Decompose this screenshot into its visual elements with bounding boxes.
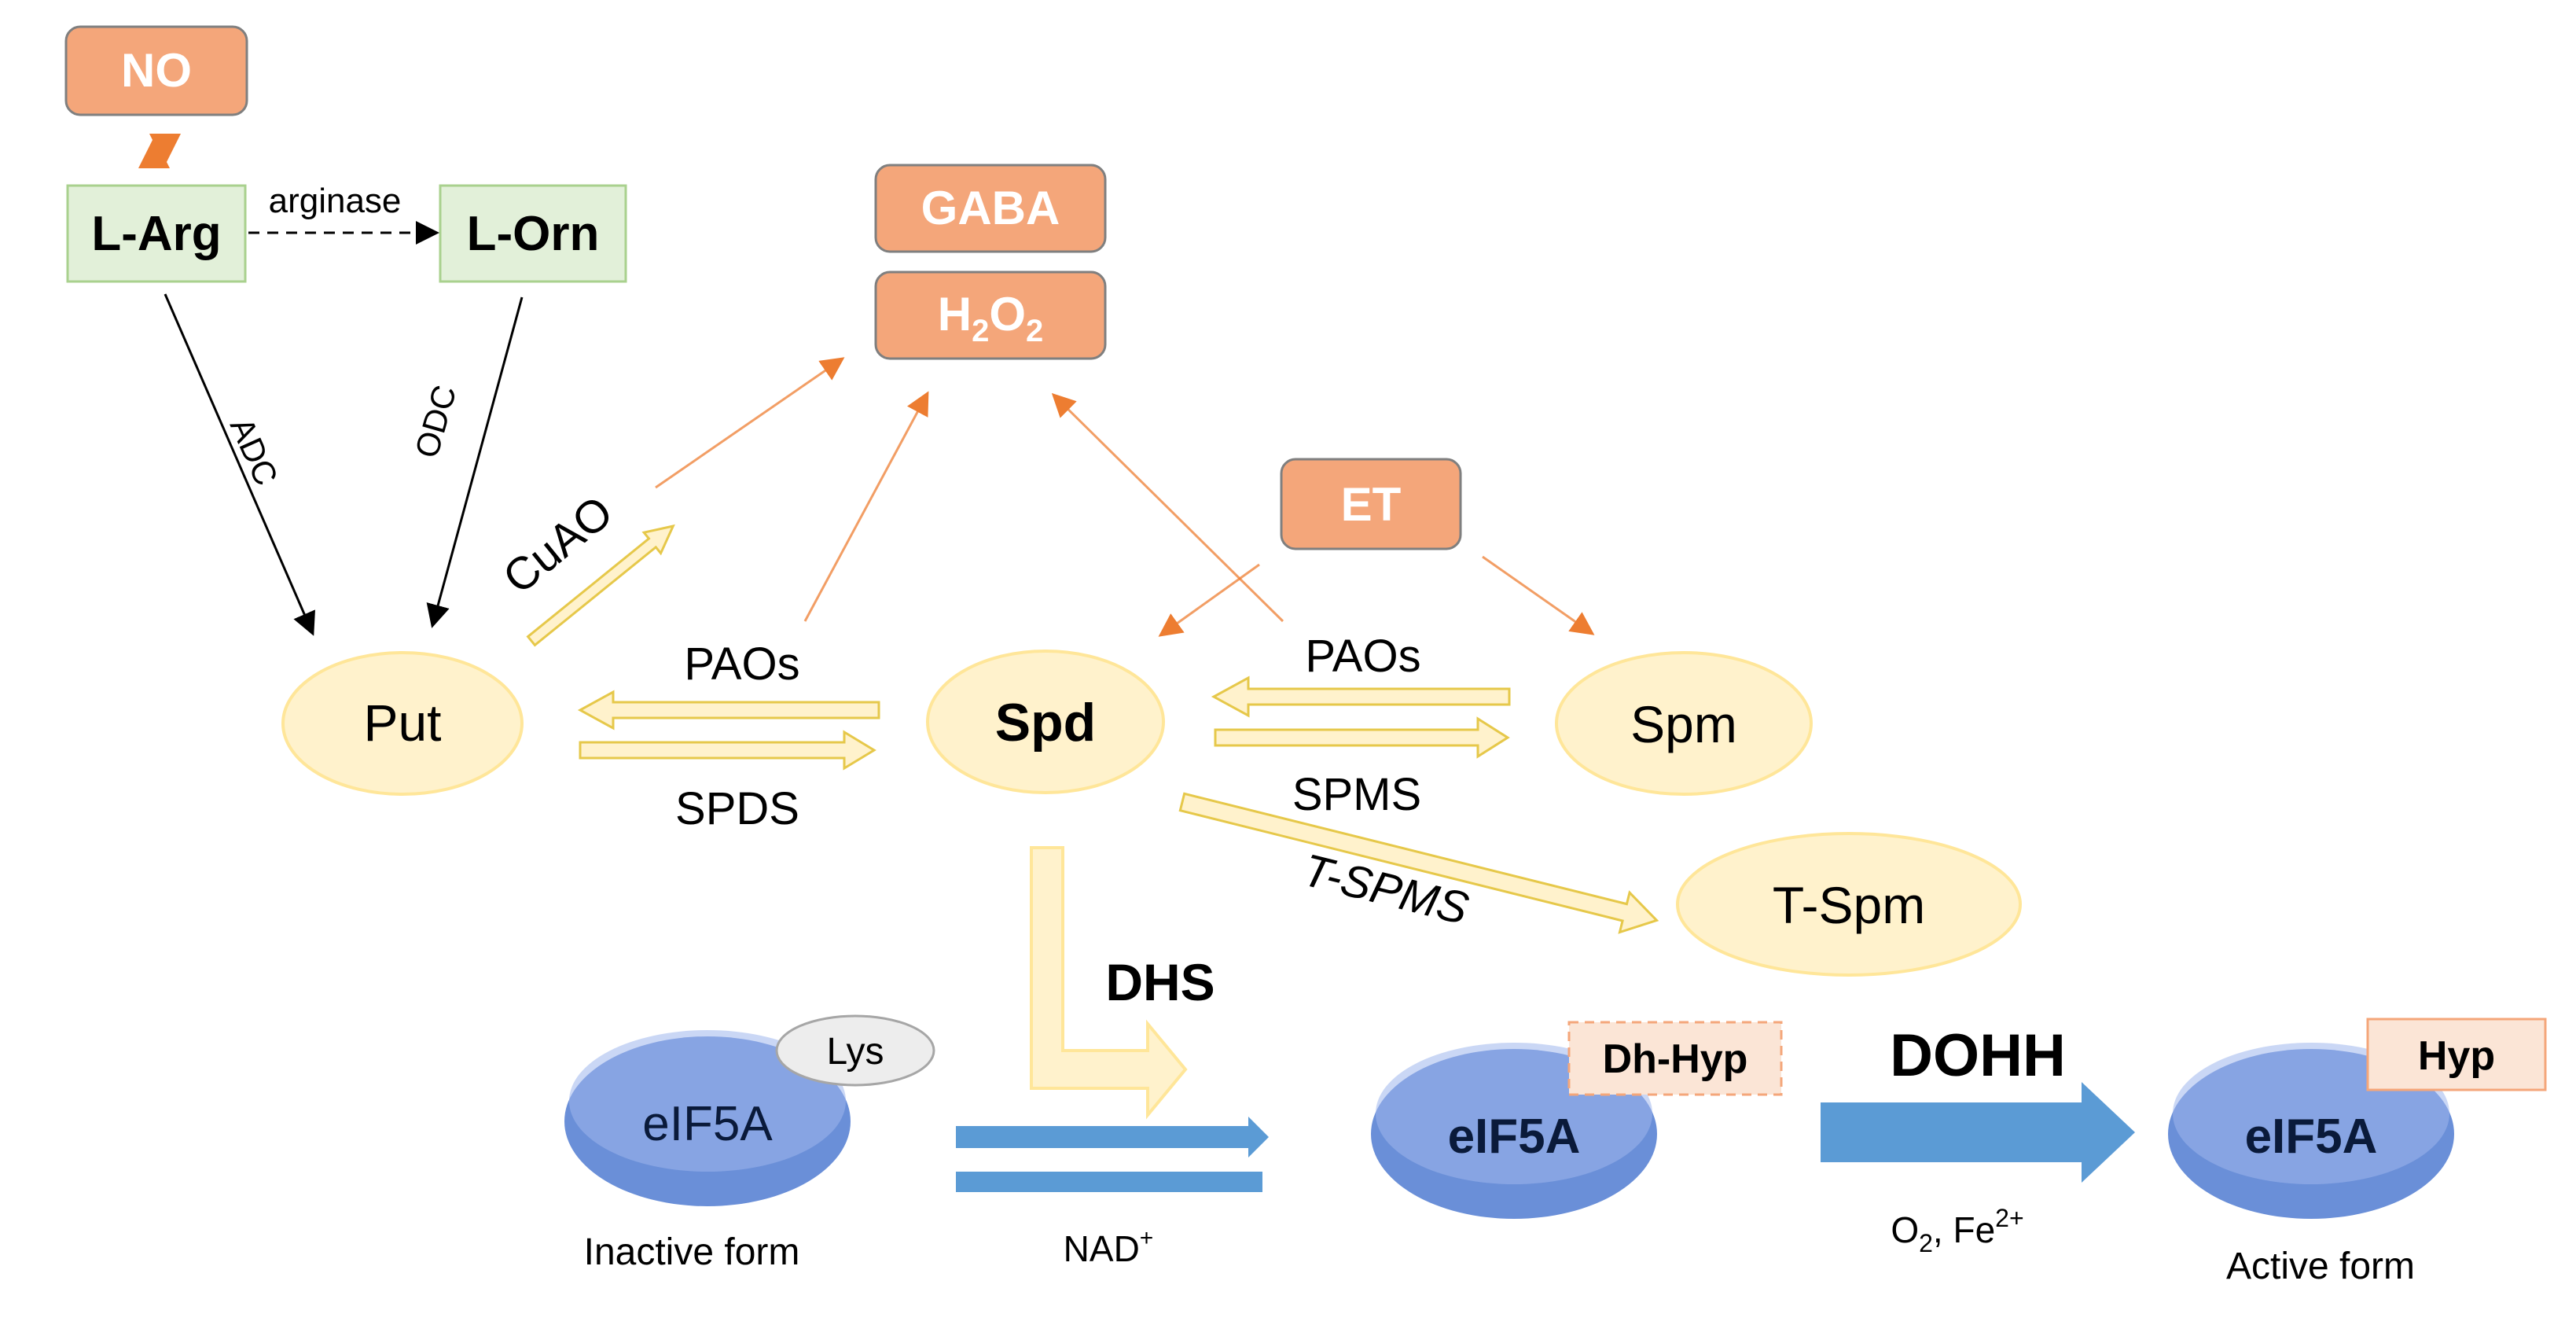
spms-label: SPMS: [1292, 769, 1421, 820]
lys-label: Lys: [827, 1031, 884, 1073]
cuao-arrow: [526, 524, 675, 647]
gaba-label: GABA: [921, 182, 1060, 234]
lys-node: Lys: [775, 1014, 935, 1087]
put-label: Put: [363, 694, 441, 752]
et-to-spm-arrow: [1482, 555, 1595, 635]
hyp-node: Hyp: [2366, 1018, 2547, 1091]
dhs-label: DHS: [1105, 953, 1215, 1011]
spm-paos-to-h2o2-arrow: [1051, 392, 1284, 623]
et-to-spd-arrow: [1158, 563, 1260, 637]
spd-node: Spd: [926, 650, 1165, 794]
o2-fe-label: O2, Fe2+: [1891, 1204, 2023, 1257]
hyp-label: Hyp: [2418, 1033, 2495, 1079]
h2o2-label: H2O2: [938, 288, 1044, 348]
paos-spd-to-put-arrow: [577, 690, 880, 731]
paos-left-label: PAOs: [684, 639, 799, 690]
no-larg-double-arrow: [138, 134, 181, 168]
spds-put-to-spd-arrow: [579, 730, 876, 771]
nad-label: NAD+: [1064, 1225, 1154, 1269]
et-node: ET: [1280, 458, 1462, 550]
t-spm-node: T-Spm: [1676, 832, 2022, 977]
inactive-form-label: Inactive form: [584, 1231, 800, 1273]
put-node: Put: [281, 651, 524, 796]
spms-spd-to-spm-arrow: [1214, 716, 1510, 759]
paos-right-label: PAOs: [1305, 631, 1420, 682]
eif5a-mid-label: eIF5A: [1448, 1110, 1581, 1164]
spds-label: SPDS: [675, 783, 799, 834]
odc-label: ODC: [408, 381, 464, 462]
t-spm-label: T-Spm: [1773, 876, 1925, 934]
arginase-label: arginase: [269, 182, 402, 220]
adc-arrow: [164, 293, 315, 636]
h2o2-node: H2O2: [874, 271, 1107, 360]
paos-to-h2o2-arrow: [803, 391, 929, 622]
active-form-label: Active form: [2226, 1246, 2415, 1287]
no-node: NO: [64, 25, 248, 116]
cuao-to-h2o2-arrow: [655, 357, 845, 489]
dhs-reverse-blue-arrow: [956, 1172, 1262, 1192]
gaba-node: GABA: [874, 164, 1107, 253]
l-arg-node: L-Arg: [66, 184, 247, 283]
dh-hyp-node: Dh-Hyp: [1567, 1021, 1783, 1096]
dohh-blue-arrow: [1821, 1082, 2135, 1183]
spm-node: Spm: [1555, 651, 1813, 796]
eif5a-active-label: eIF5A: [2245, 1110, 2378, 1164]
et-label: ET: [1341, 478, 1402, 531]
spd-label: Spd: [995, 693, 1096, 753]
spm-label: Spm: [1630, 695, 1737, 753]
dh-hyp-label: Dh-Hyp: [1603, 1036, 1748, 1082]
dhs-arrow: [1030, 846, 1188, 1120]
paos-spm-to-spd-arrow: [1211, 675, 1511, 718]
eif5a-inactive-label: eIF5A: [642, 1097, 773, 1151]
l-orn-label: L-Orn: [467, 207, 600, 261]
dohh-label: DOHH: [1890, 1022, 2066, 1089]
odc-arrow: [426, 296, 524, 628]
l-orn-node: L-Orn: [439, 184, 627, 283]
eif5a-inactive-node: eIF5A: [564, 1030, 851, 1206]
dhs-forward-blue-arrow: [956, 1117, 1269, 1157]
no-label: NO: [121, 44, 192, 97]
t-spms-arrow: [1178, 792, 1659, 934]
l-arg-label: L-Arg: [91, 207, 221, 261]
